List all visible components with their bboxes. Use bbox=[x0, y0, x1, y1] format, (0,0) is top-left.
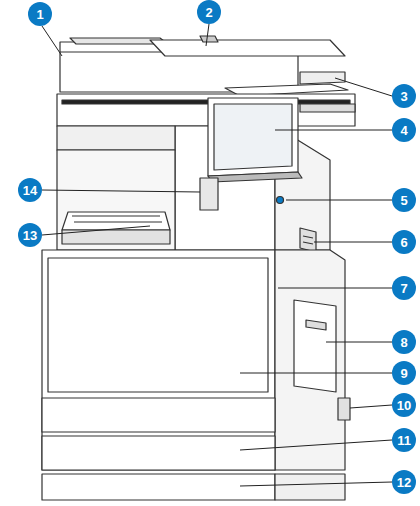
callout-circle: 13 bbox=[18, 223, 42, 247]
callout-number: 5 bbox=[400, 194, 407, 207]
callout-number: 12 bbox=[397, 476, 411, 489]
callout-circle: 2 bbox=[197, 0, 221, 24]
callout-number: 11 bbox=[397, 434, 411, 447]
callout-circle: 8 bbox=[392, 330, 416, 354]
callout-number: 14 bbox=[23, 184, 37, 197]
callout-circle: 14 bbox=[18, 178, 42, 202]
callout-number: 10 bbox=[397, 399, 411, 412]
callout-number: 9 bbox=[400, 367, 407, 380]
callout-circle: 9 bbox=[392, 361, 416, 385]
callout-number: 6 bbox=[400, 236, 407, 249]
callout-number: 7 bbox=[400, 282, 407, 295]
callout-circle: 4 bbox=[392, 118, 416, 142]
callout-circle: 5 bbox=[392, 188, 416, 212]
callout-circle: 6 bbox=[392, 230, 416, 254]
callout-circle: 10 bbox=[392, 393, 416, 417]
callout-circle: 1 bbox=[28, 2, 52, 26]
callout-circle: 7 bbox=[392, 276, 416, 300]
callout-number: 13 bbox=[23, 229, 37, 242]
callout-number: 2 bbox=[205, 6, 212, 19]
callout-number: 4 bbox=[400, 124, 407, 137]
callout-number: 3 bbox=[400, 90, 407, 103]
callout-circle: 3 bbox=[392, 84, 416, 108]
callout-circle: 11 bbox=[392, 428, 416, 452]
callout-number: 1 bbox=[36, 8, 43, 21]
callout-circle: 12 bbox=[392, 470, 416, 494]
callout-number: 8 bbox=[400, 336, 407, 349]
